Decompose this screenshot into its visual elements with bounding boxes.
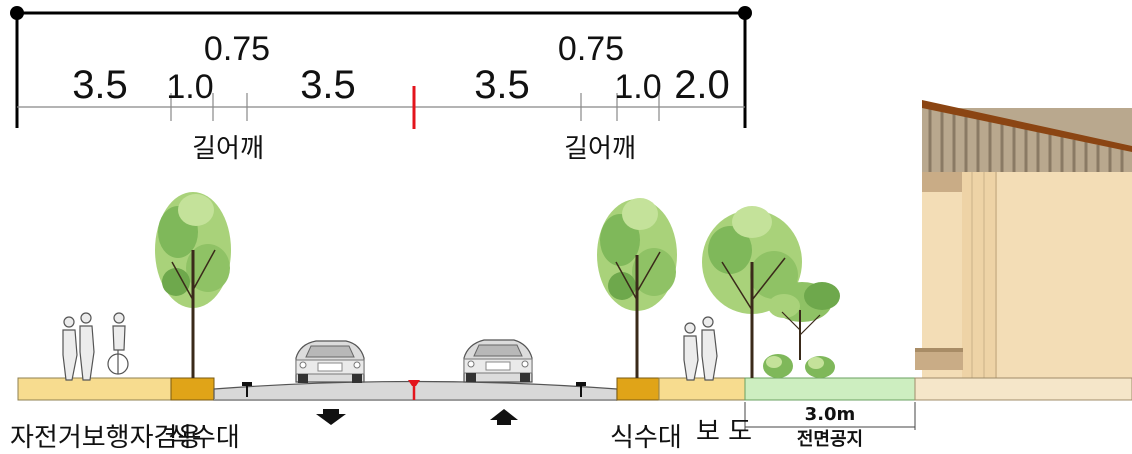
label-sidewalk: 보 도 xyxy=(696,417,752,447)
small-tree-front-space xyxy=(768,282,840,360)
dim-left-planting: 1.0 xyxy=(166,68,213,106)
dim-right-sidewalk: 2.0 xyxy=(674,63,730,107)
shoulder-label-right: 길어깨 xyxy=(564,134,636,164)
building-base-strip xyxy=(914,377,1132,401)
planter-left-strip xyxy=(170,377,215,401)
tree-left xyxy=(155,192,231,378)
dim-right-lane: 3.5 xyxy=(474,63,530,107)
segment-dimension-line xyxy=(17,86,745,129)
road-markers xyxy=(242,380,586,400)
shrubs xyxy=(763,354,835,378)
car-left xyxy=(295,340,365,383)
label-planting-right: 식수대 xyxy=(610,423,682,453)
overall-dimension-line xyxy=(10,6,752,128)
front-space-label: 전면공지 xyxy=(797,429,863,450)
building xyxy=(915,100,1132,378)
dim-right-planting: 1.0 xyxy=(614,68,661,106)
shoulder-marker-left xyxy=(242,382,252,397)
shoulder-marker-right xyxy=(576,382,586,397)
label-planting-left: 식수대 xyxy=(168,423,240,453)
planter-right-strip xyxy=(616,377,660,401)
dim-left-lane: 3.5 xyxy=(300,63,356,107)
dim-left-sidewalk: 3.5 xyxy=(72,63,128,107)
front-space-dimension xyxy=(744,402,916,430)
tree-front-space xyxy=(702,206,802,378)
ground-strips xyxy=(17,377,1132,401)
front-space-strip xyxy=(744,377,916,401)
front-space-width: 3.0m xyxy=(805,404,856,425)
dim-left-shoulder: 0.75 xyxy=(204,30,270,68)
road-surface xyxy=(213,380,618,401)
arrow-up-icon xyxy=(490,409,518,425)
bike-ped-path-strip xyxy=(17,377,172,401)
pedestrians-left xyxy=(62,312,129,381)
shoulder-label-left: 길어깨 xyxy=(192,134,264,164)
label-bike-ped-path: 자전거보행자겸용 xyxy=(10,423,201,453)
car-right xyxy=(463,339,533,383)
dim-right-shoulder: 0.75 xyxy=(558,30,624,68)
pedestrians-right xyxy=(683,316,718,381)
tree-right-planter xyxy=(597,198,677,378)
arrow-down-icon xyxy=(316,409,346,425)
sidewalk-strip xyxy=(658,377,746,401)
center-line-marker xyxy=(408,380,420,400)
